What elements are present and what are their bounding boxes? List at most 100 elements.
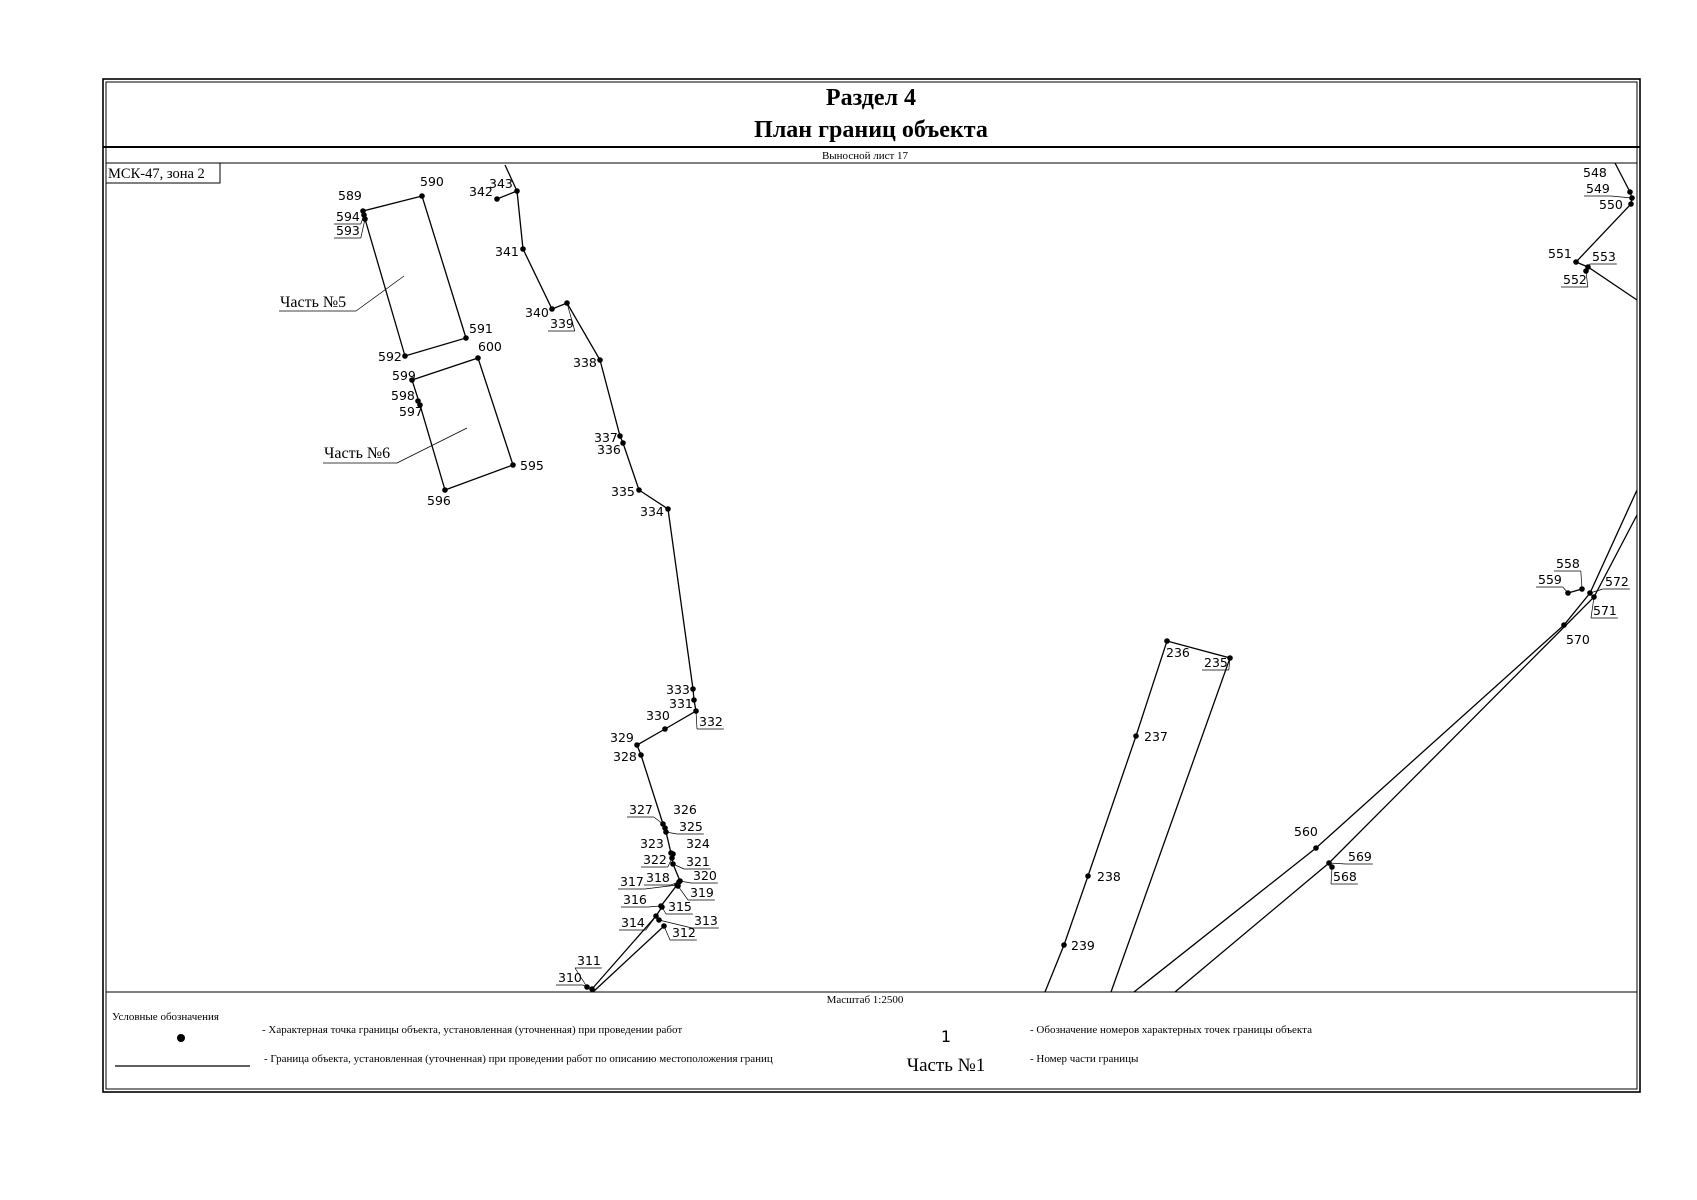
boundary-point [670,851,676,857]
part-label-5: Часть №5 [280,294,346,311]
point-number: 592 [378,349,402,364]
boundary-point [693,708,699,714]
point-number: 332 [699,714,723,729]
point-number: 548 [1583,165,1607,180]
point-number: 237 [1144,729,1168,744]
part-label-5-leader [355,275,405,312]
point-number: 600 [478,339,502,354]
boundary-point [494,196,500,202]
boundary-points [360,188,1635,992]
point-number-leader [645,915,657,931]
point-number: 328 [613,749,637,764]
legend-number-sample: 1 [941,1027,951,1046]
legend-part-sample: Часть №1 [907,1055,986,1076]
boundary-point [402,353,408,359]
point-number-leader [574,967,588,988]
boundary-point [1164,638,1170,644]
point-number: 339 [550,316,574,331]
point-number: 549 [1586,181,1610,196]
point-number: 560 [1294,824,1318,839]
boundary-point [1591,594,1597,600]
point-number: 311 [577,953,601,968]
boundary-point [1061,942,1067,948]
boundary-point [549,306,555,312]
boundary-segment [592,925,665,993]
point-number: 313 [694,913,718,928]
point-number: 331 [669,696,693,711]
boundary-point [409,377,415,383]
inner-frame [105,81,1638,1090]
point-number: 236 [1166,645,1190,660]
boundary-point [658,903,664,909]
leader-lines [334,195,1633,990]
boundary-point [1627,189,1633,195]
point-number: 310 [558,970,582,985]
point-number: 323 [640,836,664,851]
boundary-point [691,697,697,703]
point-number-leader [644,884,678,890]
boundary-point [1133,733,1139,739]
point-number: 239 [1071,938,1095,953]
point-number: 572 [1605,574,1629,589]
page-title: План границ объекта [754,117,988,143]
boundary-point [597,357,603,363]
boundary-point [1585,264,1591,270]
boundary-point [670,861,676,867]
point-number-leader [677,885,689,901]
point-number-leader [1328,862,1347,865]
boundary-point [564,300,570,306]
point-number: 594 [336,209,360,224]
point-number: 329 [610,730,634,745]
point-number: 238 [1097,869,1121,884]
boundary-point [514,188,520,194]
boundary-point [617,433,623,439]
point-number: 312 [672,925,696,940]
legend-line-text: - Граница объекта, установленная (уточне… [264,1053,773,1065]
boundary-point [1579,586,1585,592]
point-number: 341 [495,244,519,259]
boundary-point [1573,259,1579,265]
point-number-leader [695,710,698,730]
point-number: 590 [420,174,444,189]
point-number: 571 [1593,603,1617,618]
point-number: 553 [1592,249,1616,264]
point-number: 325 [679,819,703,834]
point-number-leader [1590,596,1595,619]
point-number: 570 [1566,632,1590,647]
boundary-segment [1174,514,1638,993]
point-number: 569 [1348,849,1372,864]
boundary-point [510,462,516,468]
point-number: 337 [594,430,618,445]
point-number: 315 [668,899,692,914]
part-label-6: Часть №6 [324,445,390,462]
boundary-point [1326,860,1332,866]
point-number: 343 [489,176,513,191]
legend-title: Условные обозначения [112,1011,219,1023]
boundary-point [638,752,644,758]
point-number: 321 [686,854,710,869]
point-number: 552 [1563,272,1587,287]
point-number: 551 [1548,246,1572,261]
point-number: 317 [620,874,644,889]
boundary-point [662,726,668,732]
point-number: 596 [427,493,451,508]
boundary-point [419,193,425,199]
point-number: 330 [646,708,670,723]
legend-point-text: - Характерная точка границы объекта, уст… [262,1024,682,1036]
boundary-point [660,821,666,827]
point-number: 598 [391,388,415,403]
boundary-point [361,212,367,218]
boundary-point [1587,590,1593,596]
point-number: 550 [1599,197,1623,212]
boundary-segment [362,195,467,357]
point-number: 591 [469,321,493,336]
point-number-leader [1330,866,1333,885]
section-heading: Раздел 4 [826,85,916,111]
boundary-point [442,487,448,493]
boundary-segment [1044,944,1065,993]
legend-point-symbol [177,1034,185,1042]
scale-label: Масштаб 1:2500 [827,994,904,1006]
boundary-point [1561,622,1567,628]
